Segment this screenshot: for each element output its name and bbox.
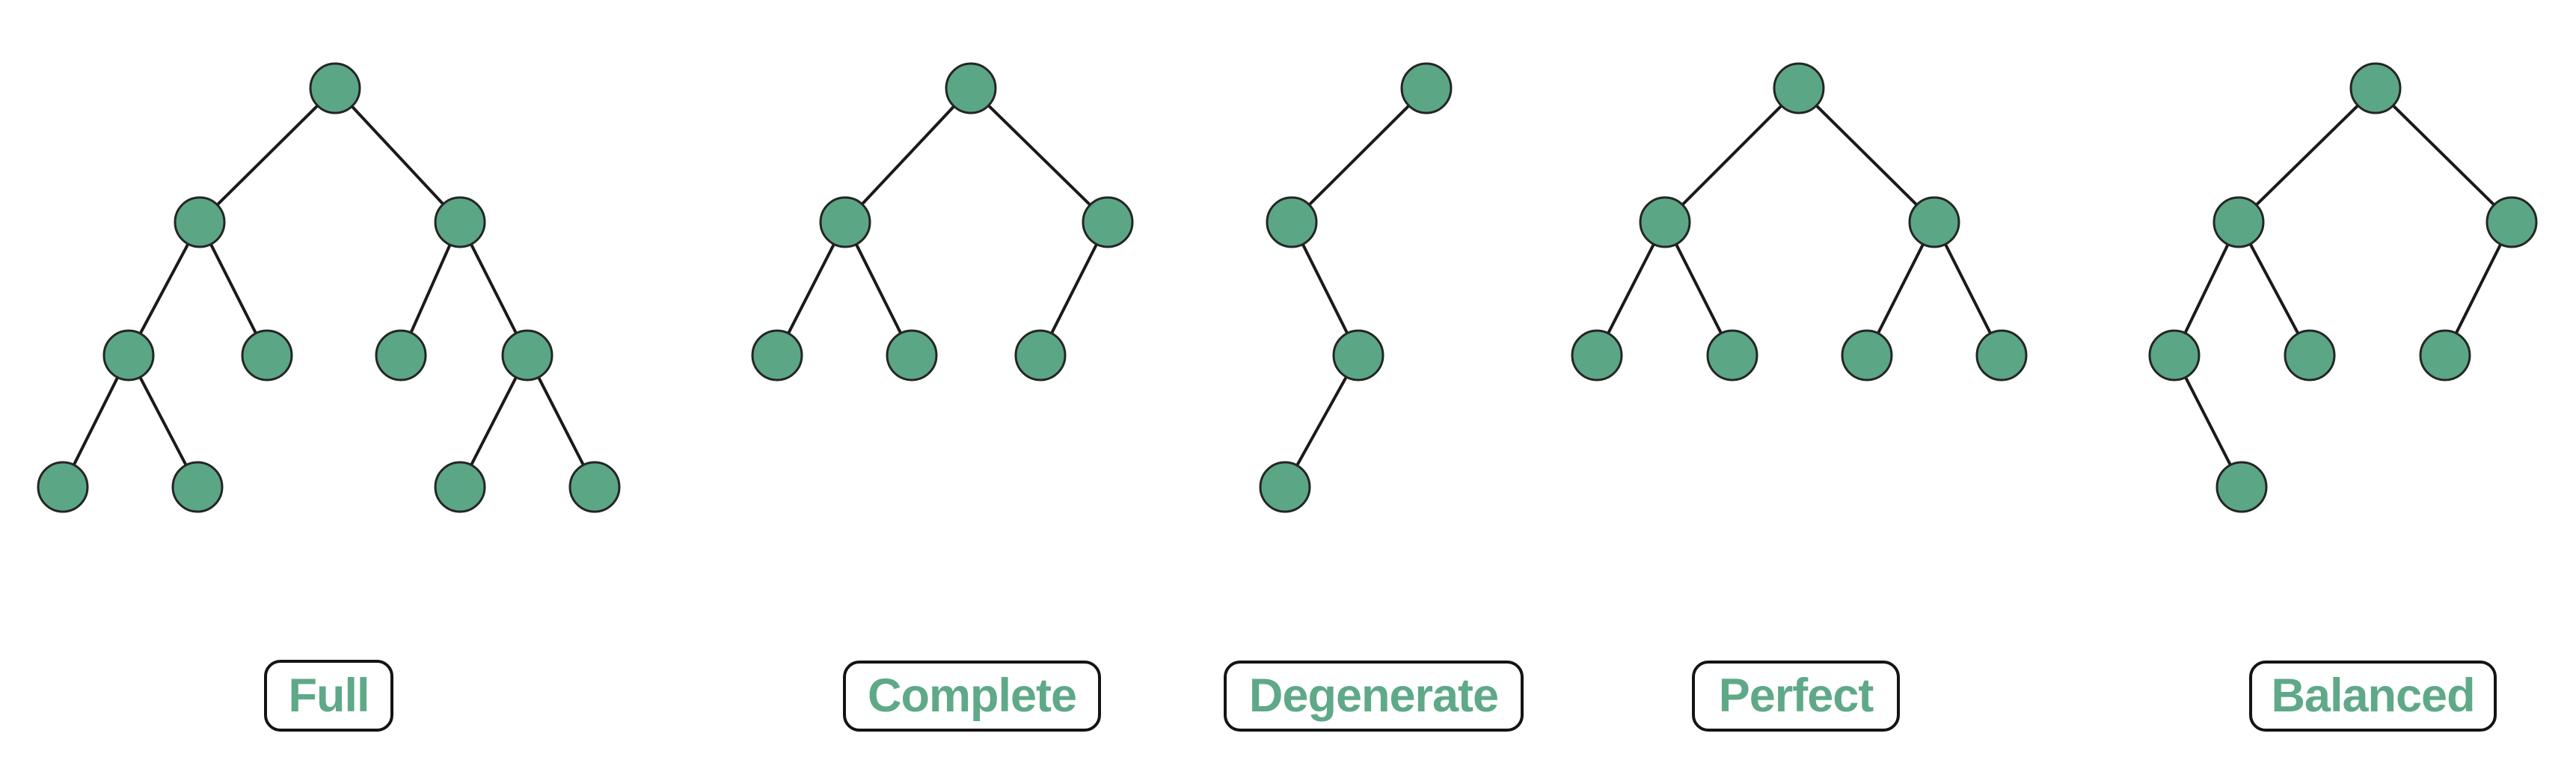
tree-node [434,196,486,248]
tree-node [1014,329,1067,382]
tree-balanced [2148,62,2538,513]
tree-node [1266,196,1318,248]
tree-label-complete: Complete [843,661,1101,732]
tree-edge [1663,87,1800,224]
tree-full [37,62,621,513]
tree-node [2148,329,2201,382]
tree-edge [2374,87,2513,224]
tree-node [2419,329,2471,382]
tree-label-full: Full [264,660,393,732]
tree-edge [844,87,972,224]
tree-node [2349,62,2402,114]
tree-node [102,329,155,382]
tree-node [1773,62,1825,114]
tree-edge [2237,87,2377,224]
tree-edge [969,87,1109,224]
tree-node [241,329,293,382]
tree-edge [198,87,337,224]
tree-node [501,329,553,382]
tree-node [37,461,89,513]
tree-node [1082,196,1134,248]
tree-node [1706,329,1758,382]
tree-node [171,461,224,513]
tree-node [1400,62,1453,114]
tree-complete [751,62,1134,382]
tree-node [309,62,361,114]
tree-node [886,329,938,382]
tree-edge [334,87,461,224]
tree-node [1571,329,1623,382]
tree-label-perfect: Perfect [1692,661,1900,732]
tree-node [568,461,621,513]
tree-node [2212,196,2265,248]
tree-node [1332,329,1384,382]
tree-node [1908,196,1960,248]
tree-label-balanced: Balanced [2249,661,2497,732]
tree-perfect [1571,62,2028,382]
tree-node [1259,461,1311,513]
tree-node [2284,329,2336,382]
tree-node [819,196,871,248]
tree-edge [1797,87,1936,224]
tree-node [1975,329,2028,382]
tree-edge [1290,87,1428,224]
tree-degenerate [1259,62,1453,513]
tree-node [1841,329,1893,382]
tree-node [1639,196,1691,248]
tree-node [174,196,226,248]
tree-node [375,329,427,382]
tree-node [2215,461,2268,513]
tree-node [2485,196,2538,248]
tree-node [945,62,997,114]
tree-node [434,461,486,513]
tree-label-degenerate: Degenerate [1224,661,1524,732]
tree-node [751,329,803,382]
